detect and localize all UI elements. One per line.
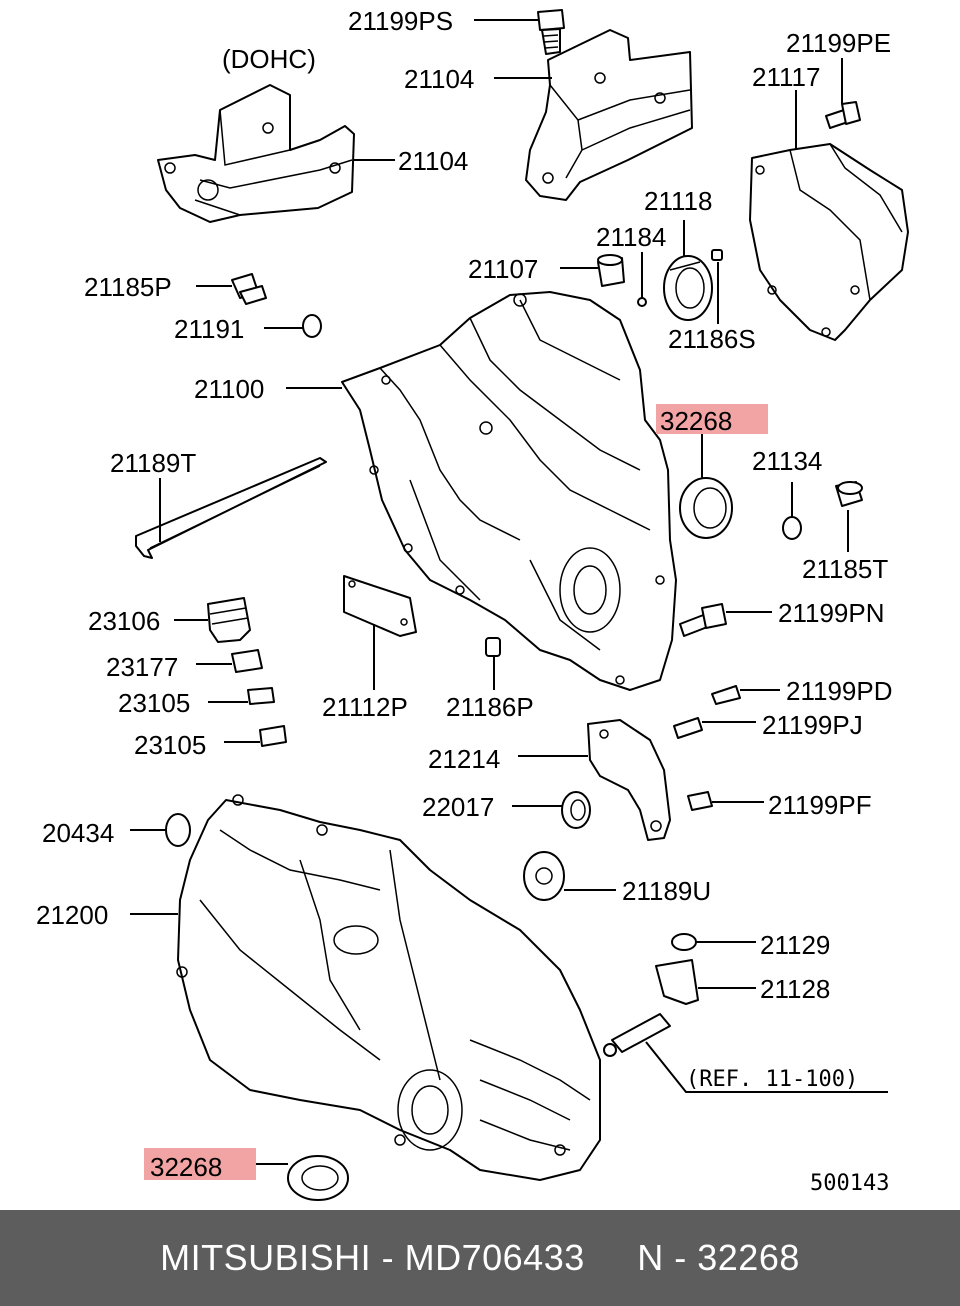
- callout-21184: 21184: [596, 222, 666, 252]
- bolt-21199pd: [711, 685, 741, 705]
- plug-21189u: [523, 851, 565, 901]
- bolt-21199pf: [687, 791, 713, 811]
- seal-21118: [663, 255, 713, 321]
- parts-diagram: 21199PS (DOHC) 21104 21104 21199PE 21117…: [36, 6, 909, 1201]
- callout-21189u: 21189U: [622, 876, 711, 906]
- bracket-21104-dohc: [157, 84, 355, 223]
- boot-23106: [207, 597, 251, 643]
- highlight-32268-lower: [144, 1148, 256, 1180]
- callout-21104-upper: 21104: [404, 64, 474, 94]
- case-21100: [341, 291, 677, 691]
- callout-21107: 21107: [468, 254, 538, 284]
- housing-21200: [176, 794, 601, 1181]
- callout-21112p: 21112P: [322, 692, 408, 722]
- callout-21117: 21117: [752, 62, 820, 92]
- highlight-32268-upper: [656, 404, 768, 434]
- plug-21185t: [835, 481, 863, 507]
- callout-21118: 21118: [644, 186, 712, 216]
- plate-21112p: [343, 575, 417, 637]
- callout-21134: 21134: [752, 446, 822, 476]
- callout-21214: 21214: [428, 744, 500, 774]
- bushing-23105-b: [259, 725, 287, 747]
- callout-21129: 21129: [760, 930, 830, 960]
- callout-dohc: (DOHC): [222, 44, 316, 74]
- callout-21185p: 21185P: [84, 272, 172, 302]
- cover-21117: [749, 143, 909, 341]
- pin-21186p: [485, 637, 501, 657]
- seal-22017: [561, 791, 591, 829]
- sensor-ref: [603, 1013, 671, 1057]
- callout-21189t: 21189T: [110, 448, 196, 478]
- gasket-21191: [302, 314, 322, 338]
- callout-21200: 21200: [36, 900, 108, 930]
- callout-21199ps: 21199PS: [348, 6, 453, 36]
- callout-23105-a: 23105: [118, 688, 190, 718]
- callout-21191: 21191: [174, 314, 244, 344]
- seal-20434: [165, 813, 191, 847]
- footer-bar: MITSUBISHI - MD706433 N - 32268: [0, 1210, 960, 1306]
- callout-21104-dohc: 21104: [398, 146, 468, 176]
- seal-32268-lower: [287, 1155, 349, 1201]
- callout-21199pn: 21199PN: [778, 598, 885, 628]
- callout-21199pe: 21199PE: [786, 28, 891, 58]
- plug-21185p: [231, 273, 267, 305]
- bracket-21104-upper: [525, 29, 693, 201]
- footer-part-info: MITSUBISHI - MD706433 N - 32268: [160, 1237, 800, 1278]
- gasket-21134: [782, 516, 802, 540]
- leader-lines: [130, 19, 888, 1165]
- cap-21129: [671, 933, 697, 951]
- plug-21107: [597, 254, 625, 287]
- callout-ref: (REF. 11-100): [686, 1067, 858, 1092]
- plate-21189t: [135, 457, 327, 559]
- bolt-21199ps: [537, 9, 565, 55]
- bolt-21199pn: [679, 603, 727, 637]
- callout-21100: 21100: [194, 374, 264, 404]
- callout-32268-lower: 32268: [150, 1152, 222, 1182]
- clip-21128: [655, 959, 699, 1005]
- callout-22017: 22017: [422, 792, 494, 822]
- seal-32268-upper: [679, 477, 733, 539]
- bushing-23177: [231, 649, 263, 673]
- callout-20434: 20434: [42, 818, 114, 848]
- callout-21185t: 21185T: [802, 554, 888, 584]
- bushing-23105-a: [247, 687, 275, 705]
- figure-number: 500143: [810, 1171, 889, 1196]
- callout-21199pd: 21199PD: [786, 676, 893, 706]
- bolt-21199pe: [825, 101, 861, 129]
- callout-21128: 21128: [760, 974, 830, 1004]
- bolt-21199pj: [673, 717, 703, 739]
- callout-23105-b: 23105: [134, 730, 206, 760]
- callout-21186p: 21186P: [446, 692, 534, 722]
- pin-21186s: [711, 249, 723, 261]
- callout-21199pf: 21199PF: [768, 790, 872, 820]
- callout-21186s: 21186S: [668, 324, 756, 354]
- bracket-21214: [587, 719, 671, 841]
- screw-21184: [637, 297, 647, 307]
- callout-23177: 23177: [106, 652, 178, 682]
- callout-21199pj: 21199PJ: [762, 710, 863, 740]
- callout-32268-upper: 32268: [660, 406, 732, 436]
- callout-23106: 23106: [88, 606, 160, 636]
